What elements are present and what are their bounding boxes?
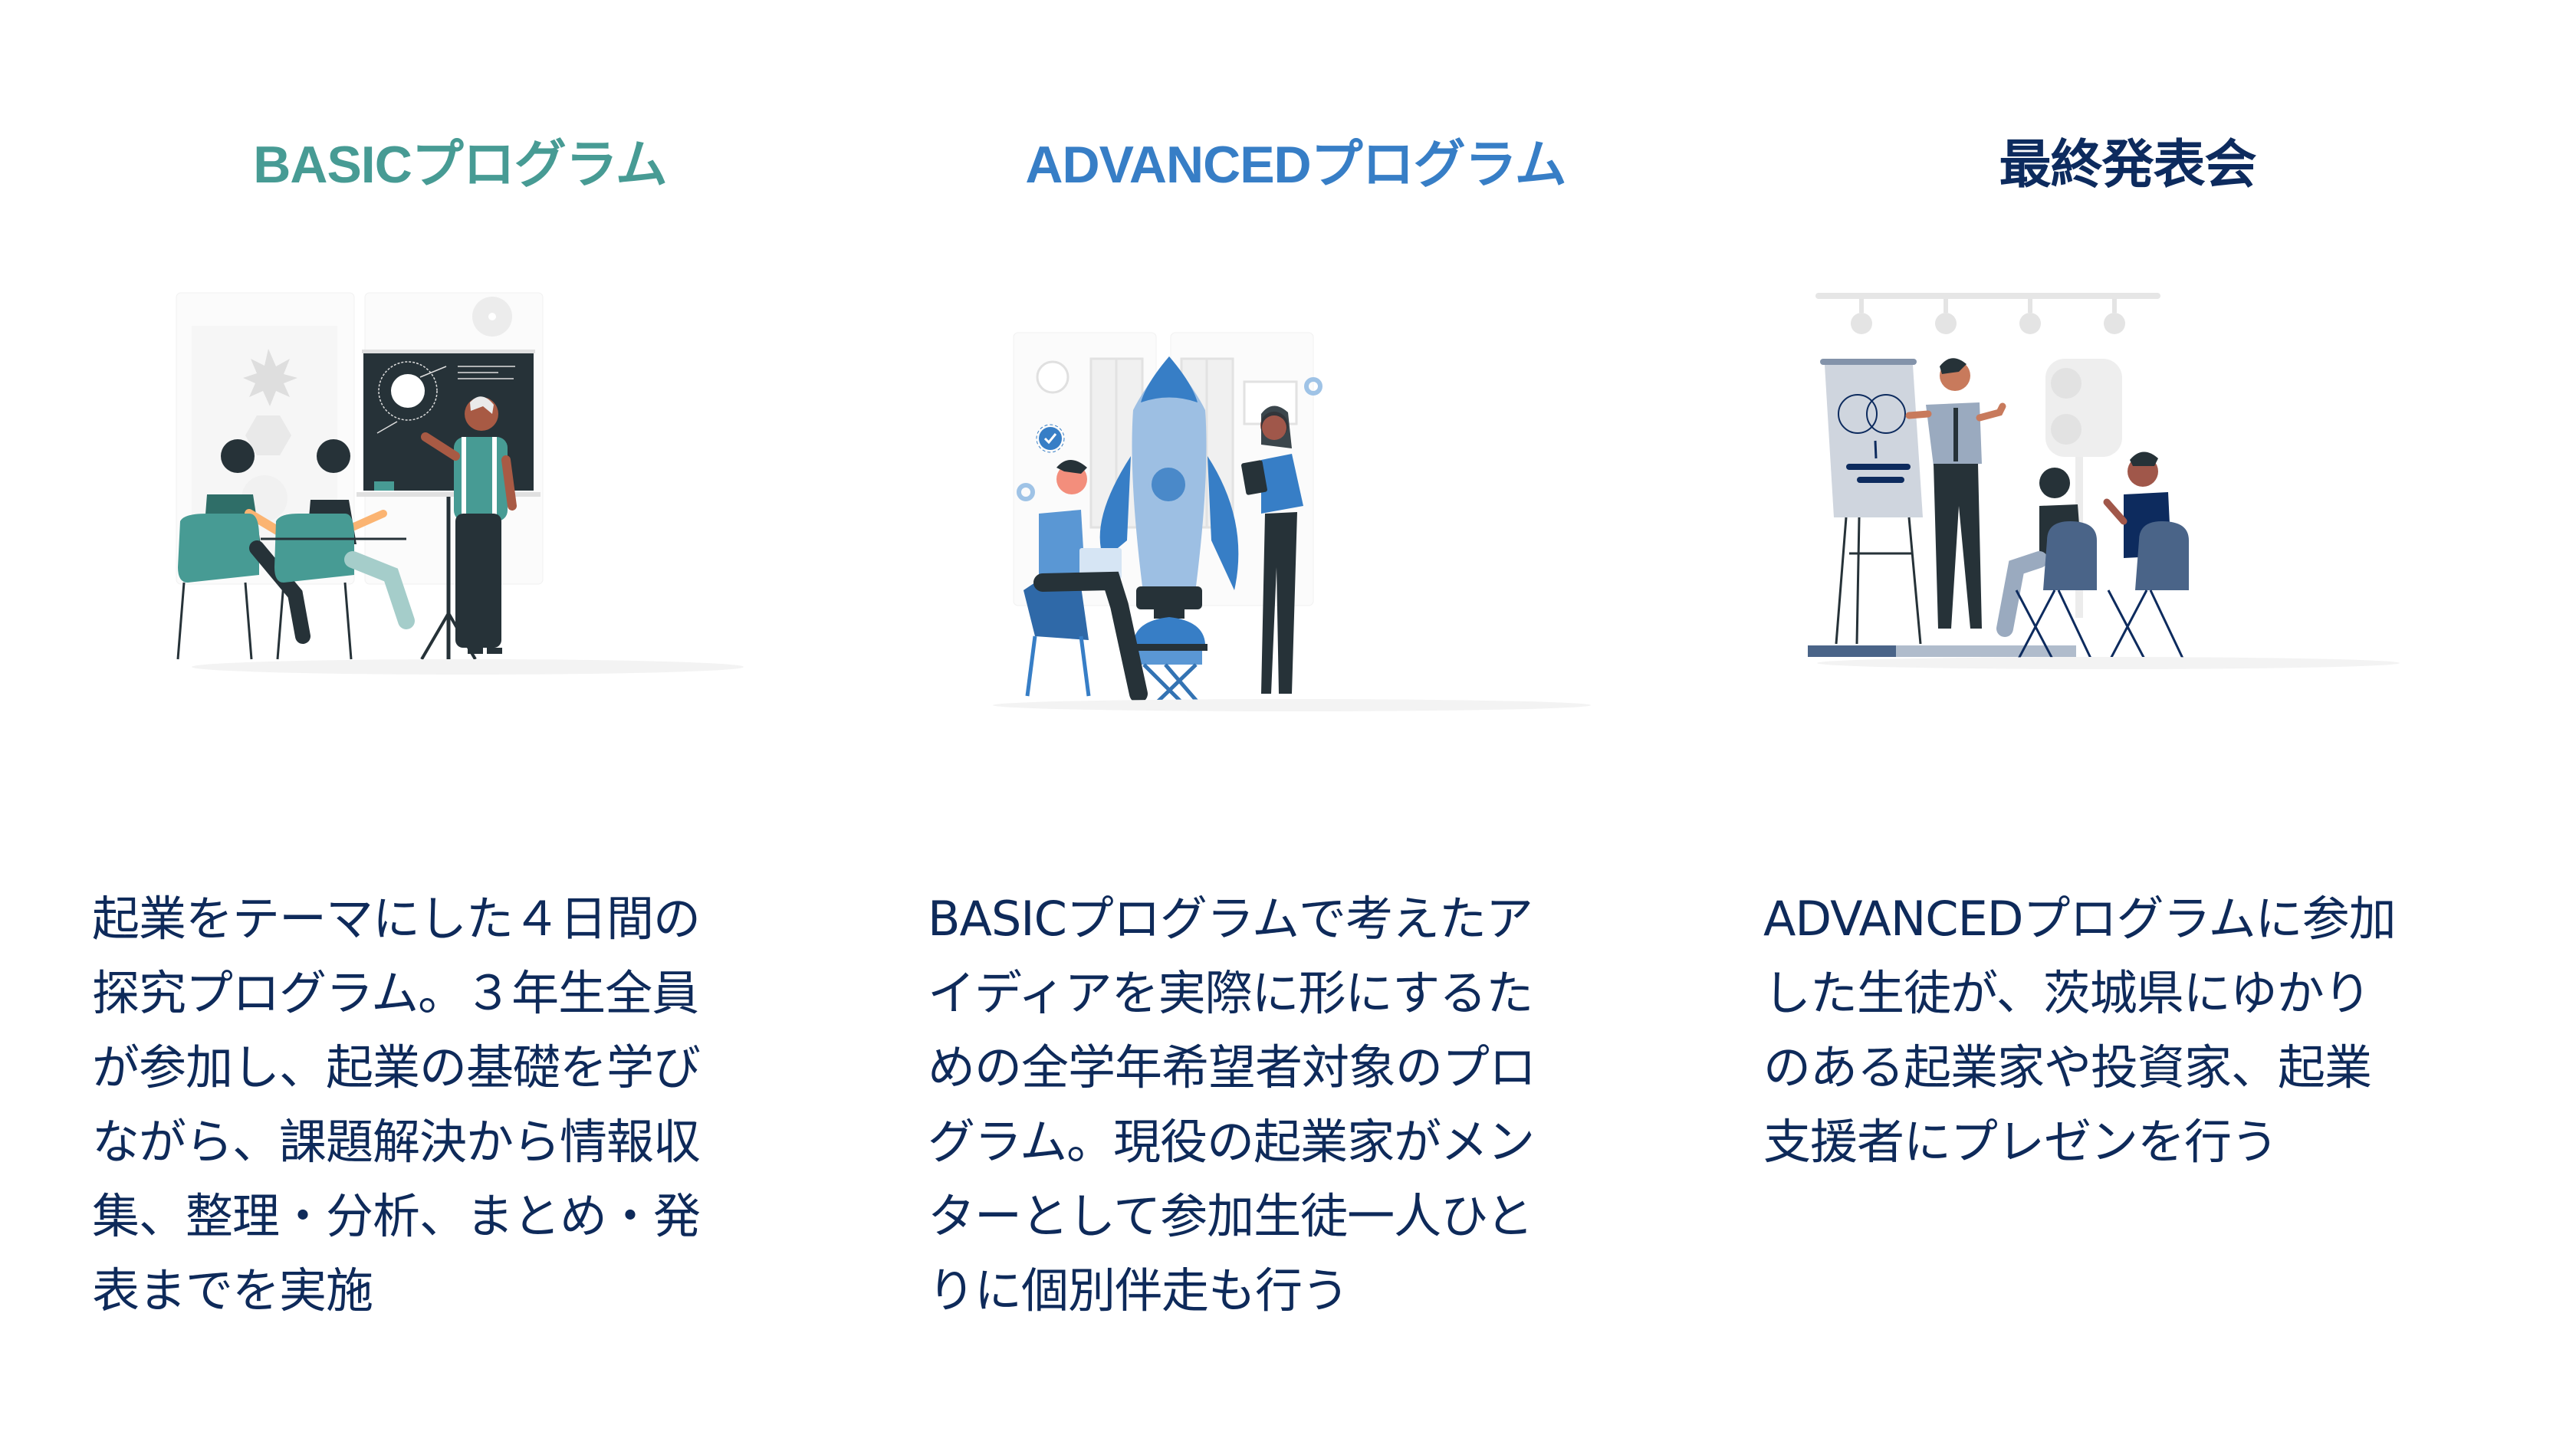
advanced-program-description: BASICプログラムで考えたア イディアを実際に形にするた めの全学年希望者対象…	[928, 891, 1536, 1318]
final-presentation-link[interactable]: 最終発表会	[1694, 130, 2561, 199]
basic-program-title: BASICプログラム	[253, 136, 668, 194]
classroom-teacher-illustration	[176, 292, 744, 675]
section-final-presentation: 最終発表会	[1694, 0, 2576, 1448]
rocket-startup-illustration	[993, 332, 1591, 711]
final-presentation-title: 最終発表会	[1999, 136, 2256, 194]
final-presentation-description: ADVANCEDプログラムに参加 した生徒が、茨城県にゆかり のある起業家や投資…	[1763, 891, 2397, 1170]
basic-program-link[interactable]: BASICプログラム	[0, 130, 920, 199]
presentation-audience-illustration	[1808, 293, 2400, 669]
section-advanced: ADVANCEDプログラム	[859, 0, 1694, 1448]
advanced-program-title: ADVANCEDプログラム	[1025, 136, 1566, 194]
section-basic: BASICプログラム	[0, 0, 859, 1448]
basic-program-description: 起業をテーマにした４日間の 探究プログラム。３年生全員 が参加し、起業の基礎を学…	[92, 891, 701, 1318]
advanced-program-link[interactable]: ADVANCEDプログラム	[859, 130, 1733, 199]
